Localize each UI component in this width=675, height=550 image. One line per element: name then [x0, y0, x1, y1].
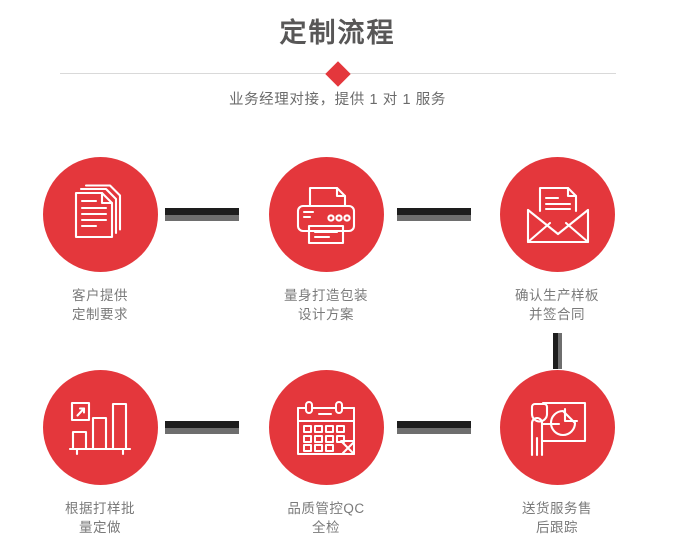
process-step-2[interactable]: 量身打造包装 设计方案	[236, 157, 416, 324]
connector-light-band	[165, 215, 239, 221]
connector-step3-step6	[553, 333, 562, 369]
page-subtitle: 业务经理对接，提供 1 对 1 服务	[228, 92, 447, 108]
connector-step4-step5	[165, 421, 239, 434]
step-1-label: 客户提供 定制要求	[72, 288, 128, 322]
connector-dark-band	[397, 421, 471, 428]
printer-icon	[293, 184, 359, 246]
step-3-label: 确认生产样板 并签合同	[515, 288, 599, 322]
step-1-icon-circle	[42, 157, 158, 272]
bar-chart-growth-icon	[69, 399, 131, 457]
process-step-1[interactable]: 客户提供 定制要求	[10, 157, 190, 324]
connector-step2-step3	[397, 208, 471, 221]
connector-light-band	[397, 428, 471, 434]
step-4-icon-circle	[42, 370, 158, 485]
documents-stack-icon	[68, 183, 132, 247]
calendar-check-icon	[295, 399, 357, 457]
process-step-5[interactable]: 品质管控QC 全检	[236, 370, 416, 537]
process-flow: 客户提供 定制要求	[0, 140, 675, 550]
step-6-icon-circle	[499, 370, 615, 485]
process-step-4[interactable]: 根据打样批 量定做	[10, 370, 190, 537]
process-step-6[interactable]: 送货服务售 后跟踪	[467, 370, 647, 537]
step-2-icon-circle	[268, 157, 384, 272]
presenter-pie-chart-icon	[526, 398, 588, 458]
step-6-label: 送货服务售 后跟踪	[522, 501, 592, 535]
connector-light-band	[558, 333, 562, 369]
step-4-label: 根据打样批 量定做	[65, 501, 135, 535]
process-step-3[interactable]: 确认生产样板 并签合同	[467, 157, 647, 324]
connector-step5-step6	[397, 421, 471, 434]
step-5-label: 品质管控QC 全检	[287, 501, 365, 535]
page-title: 定制流程	[279, 18, 396, 48]
connector-dark-band	[165, 208, 239, 215]
step-5-icon-circle	[268, 370, 384, 485]
title-divider	[0, 61, 675, 87]
step-3-icon-circle	[499, 157, 615, 272]
diamond-marker-icon	[324, 61, 351, 87]
step-2-label: 量身打造包装 设计方案	[284, 288, 368, 322]
connector-step1-step2	[165, 208, 239, 221]
connector-light-band	[397, 215, 471, 221]
envelope-letter-icon	[524, 185, 590, 245]
connector-dark-band	[553, 333, 558, 369]
connector-dark-band	[165, 421, 239, 428]
connector-light-band	[165, 428, 239, 434]
connector-dark-band	[397, 208, 471, 215]
